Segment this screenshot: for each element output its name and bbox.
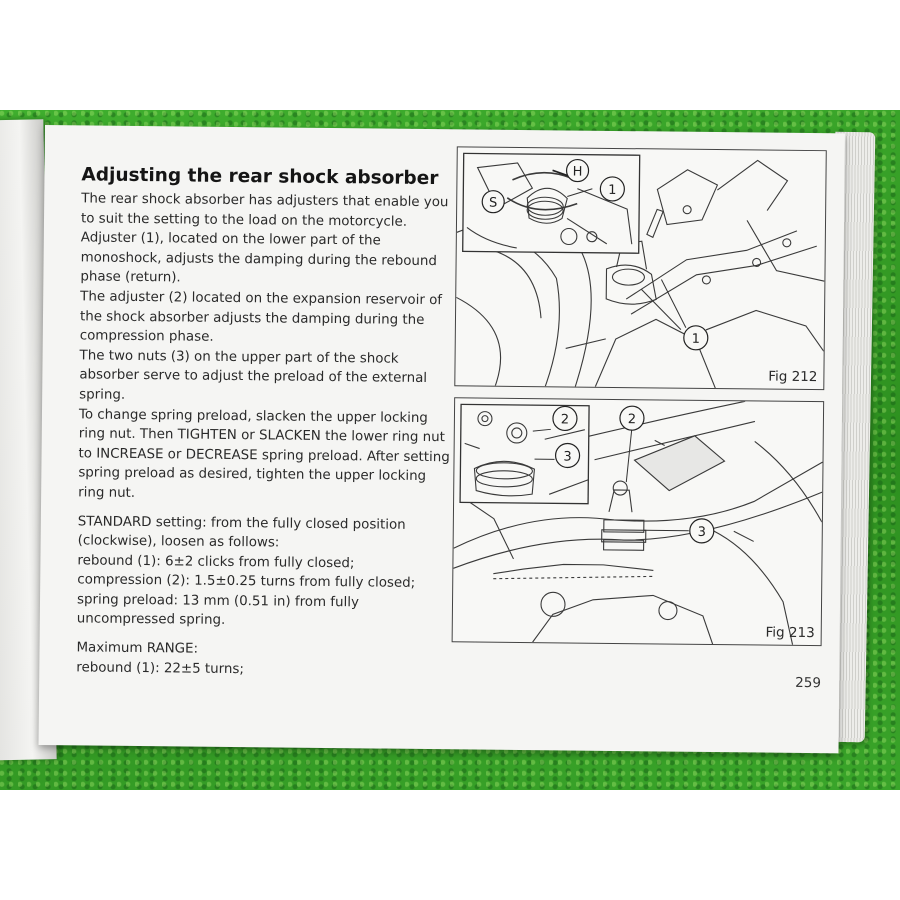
fig212-drawing: H S 1 1 <box>455 152 825 389</box>
figure-212: H S 1 1 Fig 212 <box>454 146 827 391</box>
svg-text:1: 1 <box>692 332 700 347</box>
standard-setting: STANDARD setting: from the fully closed … <box>77 512 450 633</box>
fig212-callout-s: S <box>481 190 505 214</box>
section-heading: Adjusting the rear shock absorber <box>81 164 439 190</box>
page-number: 259 <box>795 674 822 692</box>
fig213-callout-2-inset: 2 <box>552 405 578 432</box>
svg-text:3: 3 <box>563 449 571 464</box>
manual-page: Adjusting the rear shock absorber The re… <box>38 125 845 754</box>
fig212-callout-1-inset: 1 <box>599 176 625 202</box>
svg-text:2: 2 <box>561 412 569 427</box>
maximum-rebound: rebound (1): 22±5 turns; <box>76 660 245 677</box>
standard-preload: spring preload: 13 mm (0.51 in) from ful… <box>76 592 359 629</box>
fig213-drawing: 2 3 2 3 <box>453 400 823 645</box>
fig213-callout-3-main: 3 <box>689 518 715 544</box>
standard-intro: STANDARD setting: from the fully closed … <box>77 513 406 551</box>
fig213-callout-3-inset: 3 <box>554 442 581 469</box>
photo: Adjusting the rear shock absorber The re… <box>0 110 900 790</box>
paragraph-rebound: The rear shock absorber has adjusters th… <box>80 191 449 286</box>
fig213-callout-2-main: 2 <box>619 405 645 431</box>
paragraph-compression: The adjuster (2) located on the expansio… <box>79 289 443 345</box>
fig213-caption: Fig 213 <box>765 624 815 642</box>
fig212-callout-1-main: 1 <box>683 325 709 351</box>
svg-text:S: S <box>489 196 497 211</box>
fig212-caption: Fig 212 <box>768 368 818 386</box>
svg-text:1: 1 <box>608 183 616 198</box>
paragraph-preload: The two nuts (3) on the upper part of th… <box>79 348 428 403</box>
fig212-callout-h: H <box>565 158 590 183</box>
figure-213: 2 3 2 3 Fig 213 <box>451 397 825 647</box>
text-column: Adjusting the rear shock absorber The re… <box>76 163 453 681</box>
svg-text:3: 3 <box>698 525 706 540</box>
paragraph-procedure: To change spring preload, slacken the up… <box>78 406 450 501</box>
maximum-range: Maximum RANGE: rebound (1): 22±5 turns; <box>76 638 448 681</box>
svg-text:2: 2 <box>628 412 636 427</box>
svg-text:H: H <box>573 165 583 180</box>
